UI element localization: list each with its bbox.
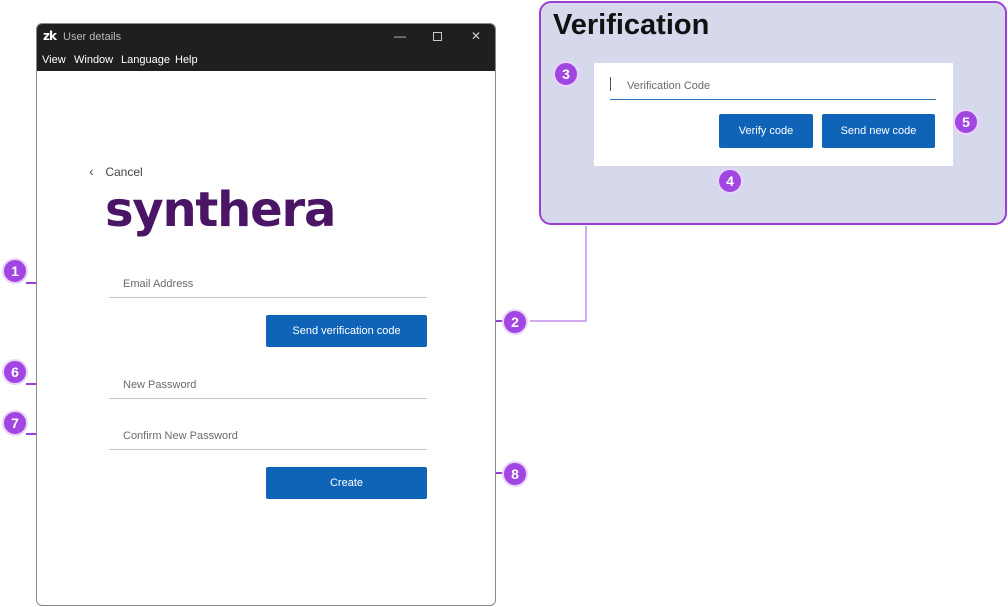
email-field[interactable]: Email Address (109, 272, 427, 298)
menu-view[interactable]: View (42, 54, 66, 66)
confirm-password-field[interactable]: Confirm New Password (109, 424, 427, 450)
app-window: zk User details — ✕ View Window Language… (36, 23, 496, 606)
verification-form: Verification Code Verify code Send new c… (594, 63, 953, 166)
callout-badge-8: 8 (502, 461, 528, 487)
cancel-label: Cancel (105, 165, 143, 179)
menu-bar: View Window Language Help (37, 49, 495, 71)
send-new-code-button[interactable]: Send new code (822, 114, 935, 148)
menu-window[interactable]: Window (74, 54, 114, 66)
maximize-button[interactable] (423, 28, 451, 45)
brand-logo: synthera (105, 182, 336, 238)
callout-badge-7: 7 (2, 410, 28, 436)
send-verification-code-button[interactable]: Send verification code (266, 315, 427, 347)
new-password-field[interactable]: New Password (109, 373, 427, 399)
verification-code-field[interactable]: Verification Code (610, 73, 936, 100)
verification-panel: Verification Verification Code Verify co… (539, 1, 1007, 225)
verification-code-placeholder: Verification Code (627, 80, 711, 92)
app-logo-icon: zk (43, 29, 57, 43)
menu-language[interactable]: Language (121, 54, 170, 66)
callout-badge-2: 2 (502, 309, 528, 335)
minimize-button[interactable]: — (394, 29, 406, 43)
callout-badge-1: 1 (2, 258, 28, 284)
callout-badge-5: 5 (953, 109, 979, 135)
window-title: User details (63, 31, 122, 43)
callout-badge-6: 6 (2, 359, 28, 385)
verification-title: Verification (553, 9, 710, 41)
new-password-placeholder: New Password (123, 379, 197, 391)
maximize-icon (432, 32, 442, 42)
title-bar: zk User details — ✕ (37, 24, 495, 49)
close-button[interactable]: ✕ (470, 29, 482, 43)
menu-help[interactable]: Help (175, 54, 198, 66)
text-caret (610, 77, 611, 91)
create-button[interactable]: Create (266, 467, 427, 499)
email-placeholder: Email Address (123, 278, 194, 290)
callout-badge-3: 3 (553, 61, 579, 87)
verify-code-button[interactable]: Verify code (719, 114, 813, 148)
callout-badge-4: 4 (717, 168, 743, 194)
cancel-link[interactable]: ‹ Cancel (89, 163, 143, 179)
chevron-left-icon: ‹ (89, 163, 94, 179)
confirm-password-placeholder: Confirm New Password (123, 430, 238, 442)
